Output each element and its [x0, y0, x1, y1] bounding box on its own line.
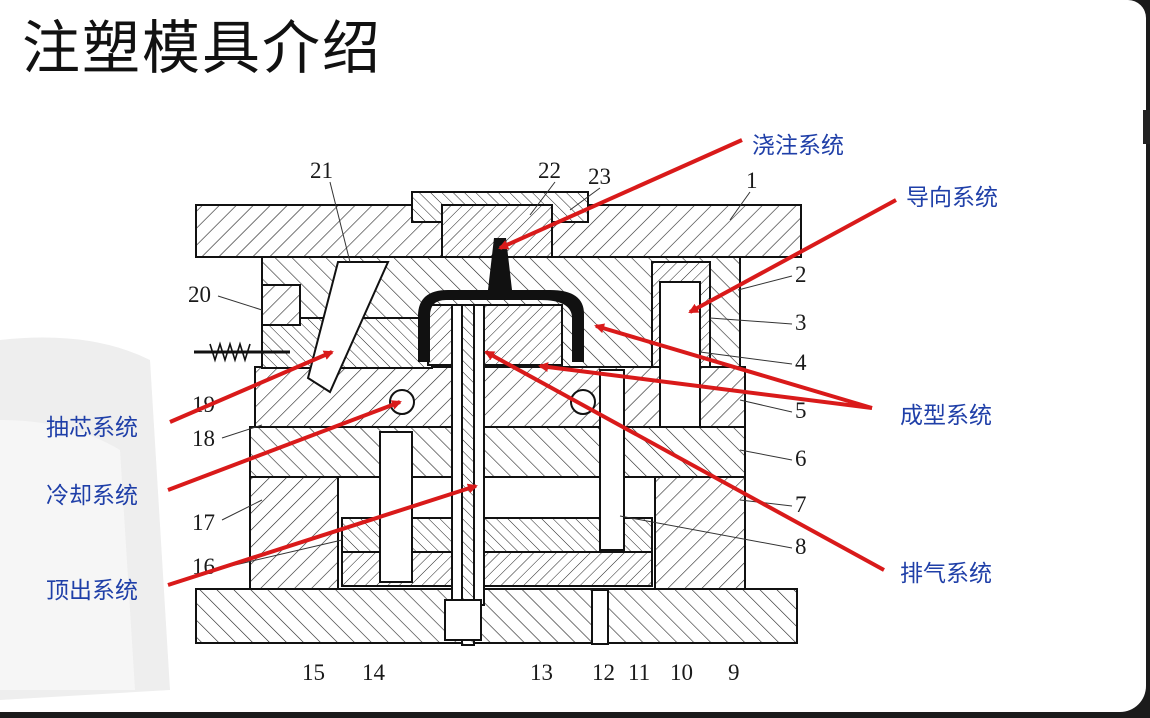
cooling-channel-left	[389, 389, 415, 415]
arrow-cooling	[167, 400, 402, 492]
part-number-15: 15	[302, 660, 325, 685]
part-number-1: 1	[746, 168, 758, 193]
part-number-21: 21	[310, 158, 333, 183]
part-number-8: 8	[795, 534, 807, 559]
label-core-pulling-system: 抽芯系统	[46, 415, 138, 441]
slide-edge-mark	[1143, 110, 1150, 144]
arrow-guiding	[688, 198, 897, 314]
label-venting-system: 排气系统	[900, 561, 992, 587]
part-number-12: 12	[592, 660, 615, 685]
stop-pin	[591, 589, 609, 645]
part-number-20: 20	[188, 282, 211, 307]
part-number-18: 18	[192, 426, 215, 451]
part-number-13: 13	[530, 660, 553, 685]
label-forming-system: 成型系统	[900, 403, 992, 429]
bottom-clamp-plate	[195, 588, 798, 644]
slide-title: 注塑模具介绍	[22, 14, 383, 82]
slide-spring	[209, 341, 251, 363]
arrow-core-pulling	[169, 350, 334, 424]
core-pin	[461, 304, 475, 646]
spacer-block-right	[654, 476, 746, 590]
part-number-5: 5	[795, 398, 807, 423]
wedge-block	[261, 284, 301, 326]
leader-lines	[217, 181, 793, 569]
support-plate	[249, 426, 746, 478]
label-cooling-system: 冷却系统	[46, 483, 138, 509]
part-number-6: 6	[795, 446, 807, 471]
part-number-7: 7	[795, 492, 807, 517]
sleeve-base	[444, 599, 482, 641]
part-number-3: 3	[795, 310, 807, 335]
label-ejection-system: 顶出系统	[46, 578, 138, 604]
part-number-2: 2	[795, 262, 807, 287]
part-number-14: 14	[362, 660, 386, 685]
part-number-17: 17	[192, 510, 215, 535]
decorative-swoosh	[0, 337, 170, 700]
molded-part	[418, 238, 584, 362]
part-number-22: 22	[538, 158, 561, 183]
label-guiding-system: 导向系统	[906, 185, 998, 211]
part-number-10: 10	[670, 660, 693, 685]
label-gating-system: 浇注系统	[752, 133, 844, 159]
arrow-ejection	[167, 483, 478, 587]
part-number-11: 11	[628, 660, 650, 685]
arrow-forming-2	[538, 362, 873, 410]
arrow-gating	[498, 138, 743, 250]
arrow-forming-1	[594, 323, 873, 410]
part-number-9: 9	[728, 660, 740, 685]
part-number-4: 4	[795, 350, 807, 375]
part-number-23: 23	[588, 164, 611, 189]
arrow-venting	[484, 350, 885, 572]
return-pin	[599, 369, 625, 551]
